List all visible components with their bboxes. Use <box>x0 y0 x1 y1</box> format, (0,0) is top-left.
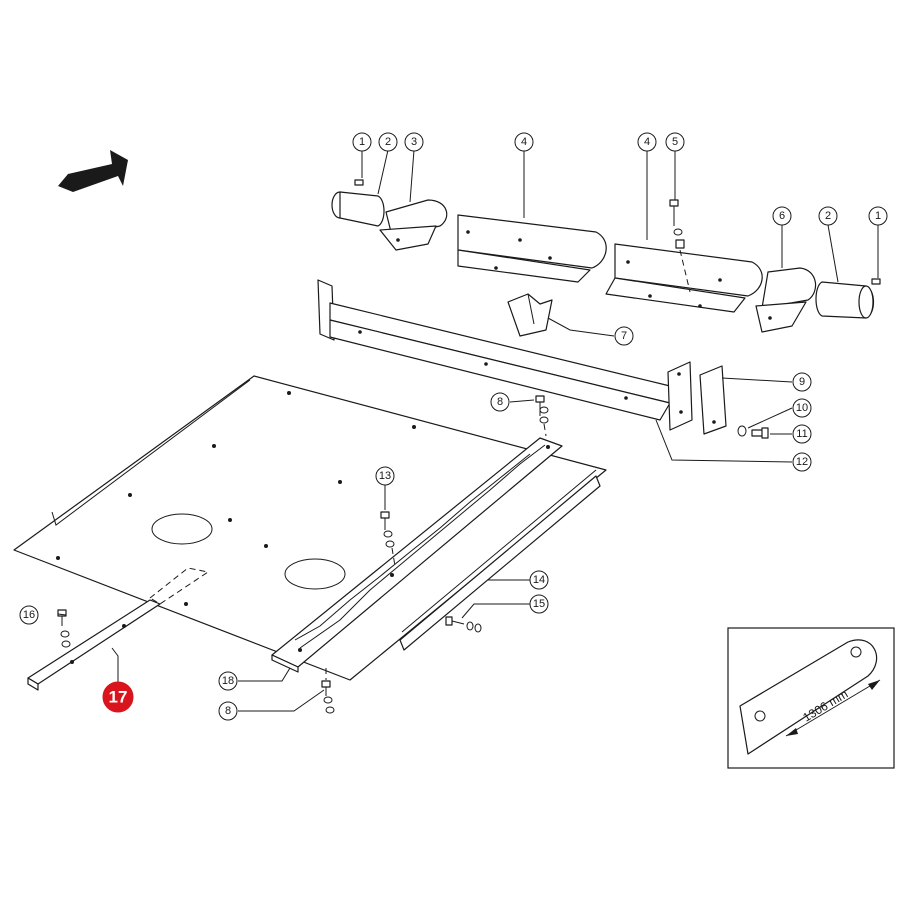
svg-text:3: 3 <box>411 136 417 148</box>
cross-beam <box>317 279 671 421</box>
svg-text:2: 2 <box>385 136 391 148</box>
svg-text:14: 14 <box>533 574 545 586</box>
callout-2-right: 2 <box>818 206 838 226</box>
svg-text:12: 12 <box>796 456 808 468</box>
callout-4-left: 4 <box>514 132 534 152</box>
callout-7: 7 <box>614 326 634 346</box>
svg-text:8: 8 <box>225 705 231 717</box>
bracket-left <box>379 199 448 251</box>
callout-4-right: 4 <box>637 132 657 152</box>
svg-text:6: 6 <box>779 210 785 222</box>
callout-1-left: 1 <box>352 132 372 152</box>
washer-and-bolt <box>737 425 769 439</box>
callout-13: 13 <box>375 466 395 486</box>
callout-17-highlighted[interactable]: 17 <box>102 681 134 713</box>
bolt-assembly-8-bottom <box>321 668 335 714</box>
bracket-right <box>755 267 817 333</box>
svg-text:5: 5 <box>672 136 678 148</box>
plate-opening-2 <box>284 558 346 590</box>
svg-text:15: 15 <box>533 598 545 610</box>
end-plates <box>667 361 727 435</box>
svg-text:11: 11 <box>796 428 807 440</box>
shield-left <box>457 214 607 283</box>
callout-9: 9 <box>792 372 812 392</box>
callout-18: 18 <box>218 671 238 691</box>
svg-text:7: 7 <box>621 330 627 342</box>
svg-text:13: 13 <box>379 470 391 482</box>
callout-14: 14 <box>529 570 549 590</box>
flat-strip <box>27 567 210 691</box>
bracket-center <box>507 293 553 337</box>
callout-6: 6 <box>772 206 792 226</box>
svg-text:8: 8 <box>497 396 503 408</box>
svg-text:4: 4 <box>644 136 650 148</box>
svg-text:1: 1 <box>359 136 365 148</box>
bearing-right <box>815 278 881 319</box>
plate-opening-1 <box>151 513 213 545</box>
direction-arrow-icon <box>58 150 128 192</box>
bolt-assembly-15 <box>445 616 482 633</box>
svg-text:1: 1 <box>875 210 881 222</box>
bearing-left <box>331 179 385 227</box>
callout-10: 10 <box>792 398 812 418</box>
svg-text:9: 9 <box>799 376 805 388</box>
angle-rail <box>399 469 601 651</box>
svg-text:2: 2 <box>825 210 831 222</box>
bolt-assembly-13 <box>380 511 396 567</box>
callout-1-right: 1 <box>868 206 888 226</box>
svg-text:4: 4 <box>521 136 527 148</box>
shield-right <box>605 243 763 313</box>
wear-strip <box>271 437 563 673</box>
callout-12: 12 <box>792 452 812 472</box>
svg-text:16: 16 <box>23 609 35 621</box>
bolt-assembly-8-top <box>535 395 549 437</box>
callout-8-top: 8 <box>490 392 510 412</box>
callout-8-bottom: 8 <box>218 701 238 721</box>
callout-2-left: 2 <box>378 132 398 152</box>
bolt-assembly-5 <box>669 199 691 293</box>
inset-detail: 1306 mm <box>727 627 895 769</box>
bottom-plate <box>13 375 607 681</box>
callout-3: 3 <box>404 132 424 152</box>
svg-text:10: 10 <box>796 402 808 414</box>
svg-text:18: 18 <box>222 675 234 687</box>
callout-16: 16 <box>19 605 39 625</box>
leader-lines <box>57 149 879 712</box>
callout-5: 5 <box>665 132 685 152</box>
bolt-assembly-16 <box>57 609 71 648</box>
callout-11: 11 <box>792 424 812 444</box>
callout-15: 15 <box>529 594 549 614</box>
svg-text:17: 17 <box>109 688 128 707</box>
